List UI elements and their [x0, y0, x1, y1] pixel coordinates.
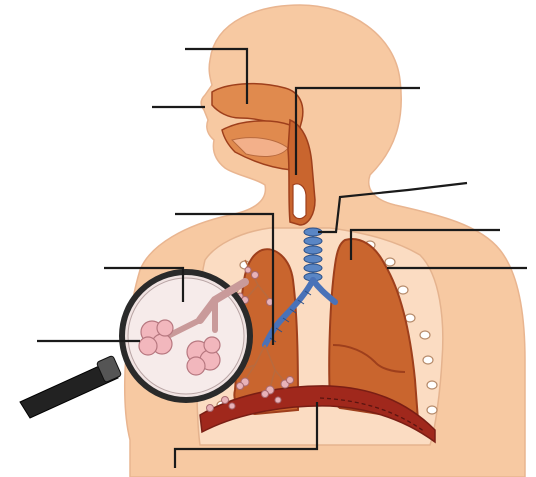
- larynx: [293, 184, 306, 219]
